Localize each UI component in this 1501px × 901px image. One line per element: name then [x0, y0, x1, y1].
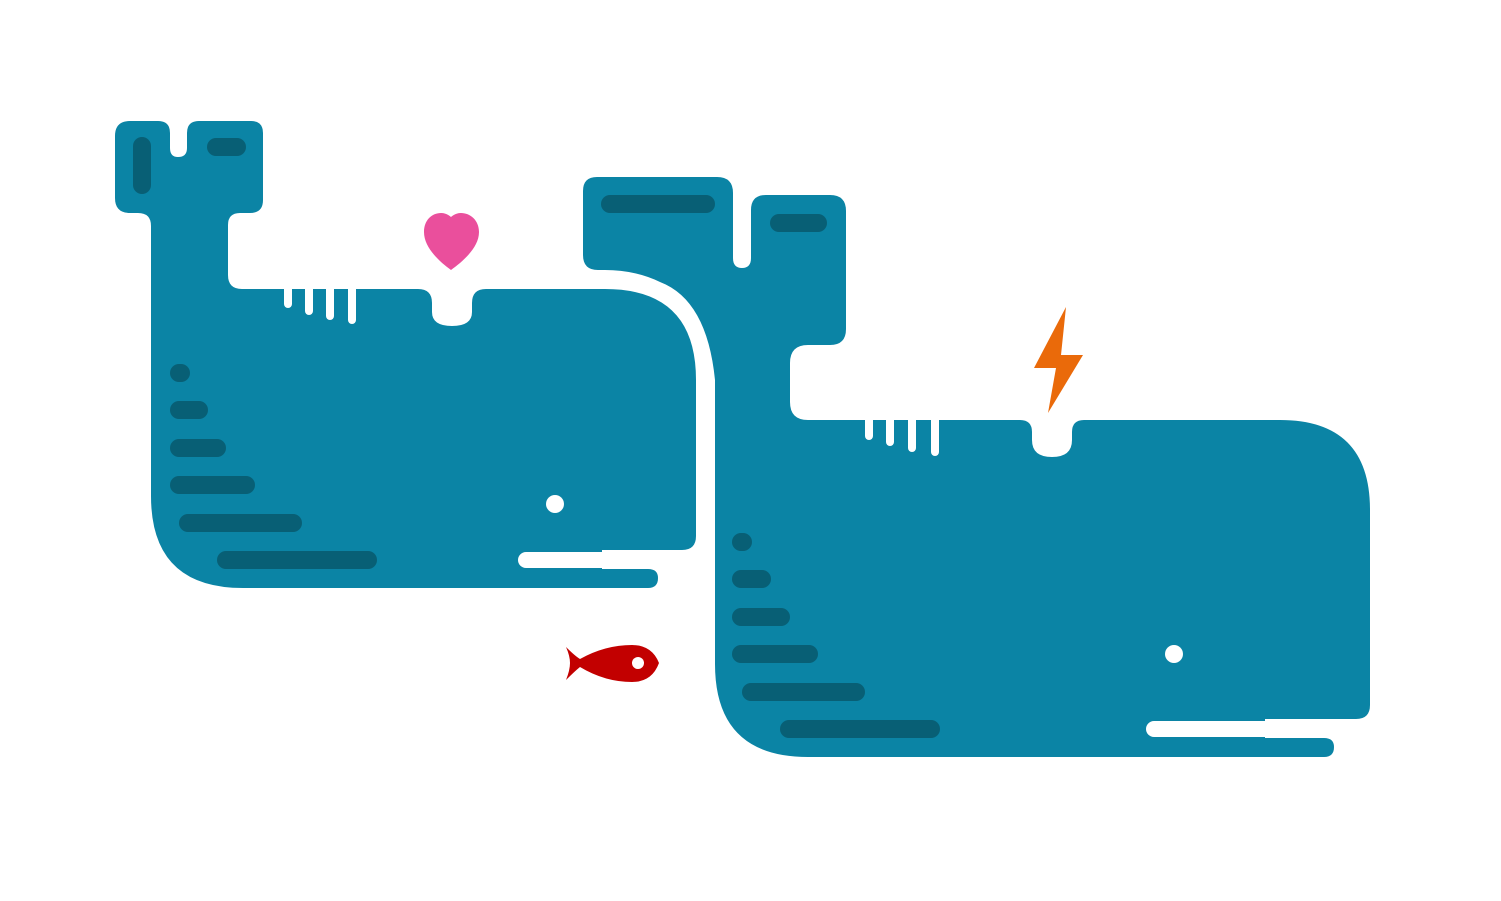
right-whale [583, 177, 1370, 757]
right-whale-eye [1165, 645, 1183, 663]
left-whale [115, 121, 696, 588]
right-whale-body [583, 177, 1370, 757]
right-whale-jaw [1263, 738, 1334, 757]
lightning-bolt-icon [1034, 307, 1083, 413]
left-whale-belly-stripes [170, 364, 377, 569]
left-whale-eye [546, 495, 564, 513]
left-whale-body [115, 121, 696, 588]
right-whale-ridges [865, 414, 939, 456]
left-whale-jaw [600, 569, 658, 588]
fish-icon [566, 645, 659, 682]
right-whale-belly-stripes [732, 533, 940, 738]
heart-icon [424, 213, 479, 270]
left-whale-ridges [284, 283, 356, 324]
